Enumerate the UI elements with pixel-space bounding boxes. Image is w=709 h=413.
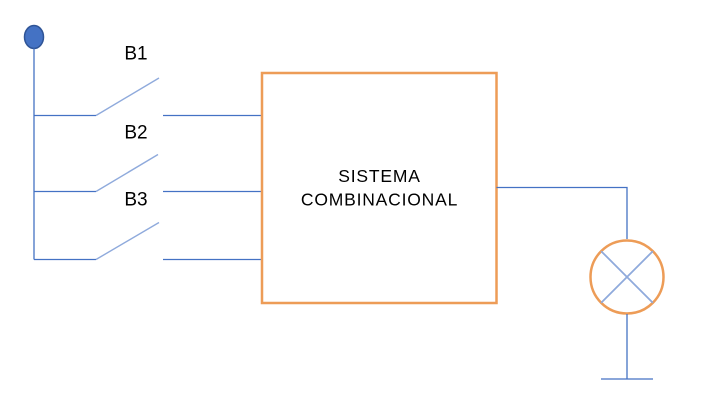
switch-b3-label: B3 — [124, 190, 147, 211]
switch-b1-blade-icon — [95, 77, 160, 117]
switch-b3-blade-icon — [95, 221, 160, 261]
switch-b1-label: B1 — [124, 44, 147, 65]
source-node-icon — [23, 24, 45, 50]
box-label-line1: SISTEMA — [338, 166, 420, 186]
switch-b1: B1 — [34, 44, 262, 117]
combinational-system-block: SISTEMA COMBINACIONAL — [260, 71, 498, 305]
lamp-circle — [589, 239, 665, 315]
input-source — [23, 24, 45, 260]
box-label-line2: COMBINACIONAL — [301, 190, 458, 210]
ground-icon — [601, 314, 653, 380]
switch-b2-label: B2 — [124, 123, 147, 144]
lamp-x-icon — [600, 250, 654, 304]
output-wire — [496, 186, 628, 239]
lamp-icon — [589, 239, 665, 315]
switch-b3: B3 — [34, 190, 262, 261]
combinational-system-box — [260, 71, 498, 305]
switch-b2: B2 — [34, 123, 262, 193]
switch-b2-blade-icon — [95, 153, 159, 193]
